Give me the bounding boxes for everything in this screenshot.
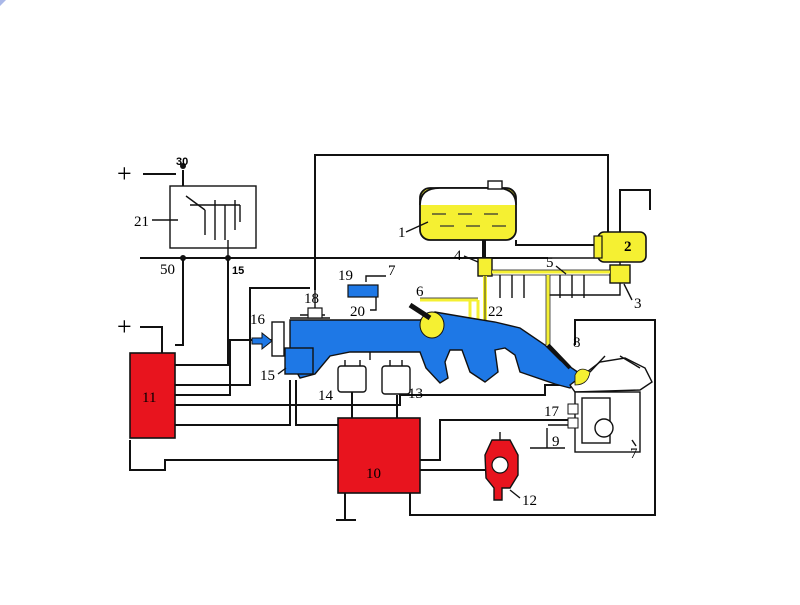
fuel-pump [593,231,647,263]
terminal-50-label: 50 [160,262,175,278]
small-relays [337,360,411,395]
terminal-50-dot [180,255,186,261]
leader-12 [509,489,521,499]
label-5: 5 [546,255,554,271]
air-inlet-arrow [251,331,273,351]
distributor-12 [484,432,519,501]
label-6: 6 [416,284,424,300]
label-15: 15 [260,368,275,384]
wire-15-10 [295,380,338,426]
fuel-lines [420,240,610,345]
injector-8 [546,343,572,370]
tank-cap [487,180,503,190]
wire-15 [175,258,229,366]
wire-10-17 [420,419,575,461]
label-20: 20 [350,304,365,320]
label-7a: 7 [388,263,396,279]
label-3: 3 [634,296,642,312]
intake-manifold [251,290,584,389]
pump-body [597,231,647,263]
rail-to-8-edge [545,275,551,345]
relay-14 [337,365,367,393]
leader-3 [623,283,633,301]
label-14: 14 [318,388,334,404]
wire-10-12 [420,455,491,471]
relay-contacts [185,195,241,258]
valves [589,355,641,373]
label-22: 22 [488,304,503,320]
wire-pump-ground [619,189,651,233]
terminal-30-dot [180,163,186,169]
filter-4 [477,257,493,277]
label-13: 13 [408,386,423,402]
control-unit-10 [337,417,421,494]
relay-housing [169,185,257,249]
label-18: 18 [304,291,319,307]
aux-air-valve [347,275,386,311]
component-labels: 1 2 3 4 5 6 7 7 8 9 10 11 12 13 14 15 16… [134,214,642,509]
crank [594,418,614,438]
label-7b: 7 [630,446,638,462]
leader-15 [277,367,287,375]
engine [546,343,653,453]
distributor-cap [491,456,509,474]
wire-9-ground [530,428,565,449]
label-12: 12 [522,493,537,509]
label-19: 19 [338,268,353,284]
wire-11-10 [129,440,338,471]
cold-start-spray [419,311,445,339]
fuel-level [432,213,506,227]
label-11: 11 [142,390,156,406]
wiring [129,154,656,521]
wire-10-8 [409,319,656,516]
leader-4 [463,255,479,263]
wire-plus-ecu [140,326,163,355]
label-17: 17 [544,404,560,420]
injector-8-spray [574,368,591,386]
label-9: 9 [552,434,560,450]
air-filter-16 [271,321,285,357]
leader-7b [631,439,637,447]
sensor-9 [567,417,579,429]
sensor-17 [567,403,579,415]
relay-13 [381,365,411,395]
pump-end [593,235,603,259]
tank-top [419,187,517,206]
sensor-18 [307,307,323,319]
rail-branches [499,275,585,298]
fuel-to-6 [420,298,480,320]
fuel-tank [419,180,595,246]
label-1: 1 [398,225,406,241]
label-16: 16 [250,312,266,328]
manifold-body [289,311,584,389]
wire-top-loop [314,154,609,290]
terminal-15-label: 15 [232,265,244,277]
tank-return-line [515,240,595,246]
valve-19-lines [365,275,386,311]
wire-50 [175,258,184,346]
injector-6 [408,302,432,321]
leader-5 [555,265,567,275]
corner-mark [0,0,6,6]
control-unit-11 [129,352,176,439]
air-meter-15 [284,347,314,375]
label-21: 21 [134,214,149,230]
relay-21 [169,163,257,261]
label-4: 4 [454,248,462,264]
valve-19 [347,284,379,298]
terminal-30-label: 30 [176,156,188,168]
wire-11-engine [175,384,575,406]
wire-11-sensor [175,287,310,386]
relay-pins [344,360,403,366]
leader-1 [405,221,429,233]
plus-top-label: + [117,159,132,188]
plus-ecu-label: + [117,312,132,341]
label-2: 2 [624,239,632,255]
label-10: 10 [366,466,381,482]
regulator-body [609,264,631,284]
wire-11-15 [175,380,291,426]
label-8: 8 [573,335,581,351]
